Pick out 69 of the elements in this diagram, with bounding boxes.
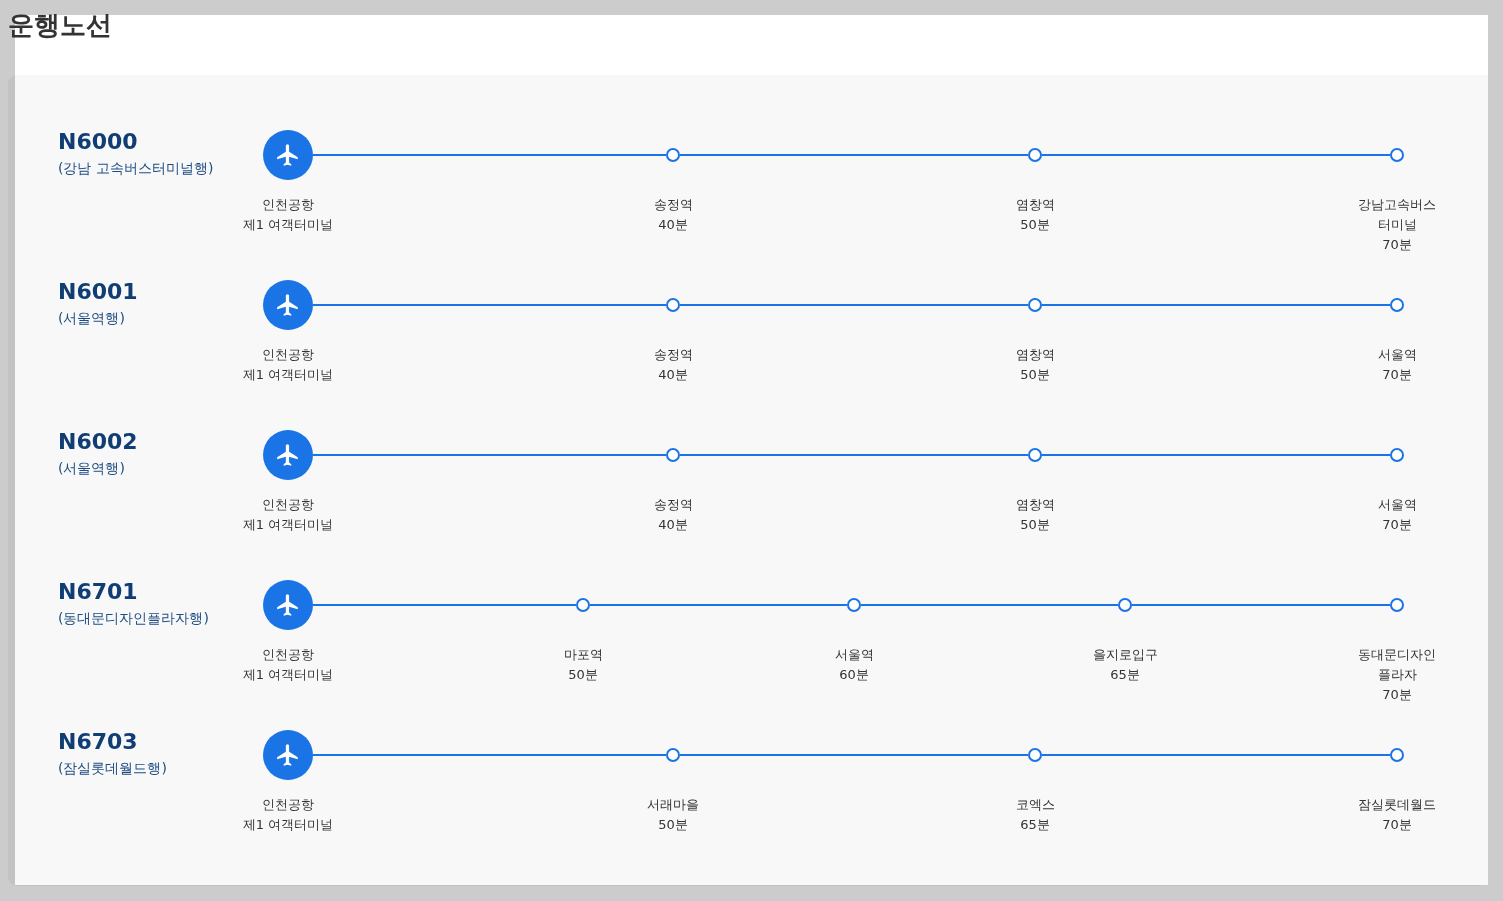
route-line	[1041, 154, 1391, 156]
travel-time: 40분	[658, 516, 688, 534]
route-line	[312, 154, 667, 156]
terminal-name: 제1 여객터미널	[242, 366, 334, 384]
stop-name: 송정역	[653, 496, 693, 514]
route-line	[860, 604, 1119, 606]
route-line	[1041, 304, 1391, 306]
terminal-name: 제1 여객터미널	[242, 216, 334, 234]
travel-time: 50분	[658, 816, 688, 834]
stop-name: 송정역	[653, 196, 693, 214]
route-line	[679, 754, 1029, 756]
stop-name: 인천공항	[262, 196, 314, 214]
route-line	[1131, 604, 1391, 606]
route-destination: (서울역행)	[58, 309, 125, 328]
stop-name: 서울역	[1377, 496, 1417, 514]
stop-name: 송정역	[653, 346, 693, 364]
route-destination: (동대문디자인플라자행)	[58, 609, 209, 628]
route-line	[679, 304, 1029, 306]
route-number: N6000	[58, 128, 138, 156]
route-number: N6701	[58, 578, 138, 606]
stop-name: 염창역	[1015, 346, 1055, 364]
travel-time: 40분	[658, 366, 688, 384]
travel-time: 50분	[1020, 216, 1050, 234]
stop-name: 강남고속버스터미널	[1357, 196, 1437, 234]
stop-name: 서울역	[1377, 346, 1417, 364]
travel-time: 70분	[1382, 516, 1412, 534]
route-destination: (강남 고속버스터미널행)	[58, 159, 214, 178]
stop-name: 을지로입구	[1092, 646, 1158, 664]
route-line	[312, 754, 667, 756]
route-destination: (잠실롯데월드행)	[58, 759, 167, 778]
route-line	[1041, 754, 1391, 756]
travel-time: 40분	[658, 216, 688, 234]
terminal-name: 제1 여객터미널	[242, 666, 334, 684]
travel-time: 70분	[1382, 686, 1412, 704]
terminal-name: 제1 여객터미널	[242, 516, 334, 534]
stop-name: 인천공항	[262, 796, 314, 814]
travel-time: 70분	[1382, 366, 1412, 384]
route-number: N6001	[58, 278, 138, 306]
travel-time: 60분	[839, 666, 869, 684]
travel-time: 70분	[1382, 236, 1412, 254]
route-number: N6703	[58, 728, 138, 756]
route-line	[1041, 454, 1391, 456]
stop-name: 동대문디자인플라자	[1357, 646, 1437, 684]
route-line	[312, 304, 667, 306]
stop-name: 인천공항	[262, 646, 314, 664]
stop-name: 인천공항	[262, 346, 314, 364]
stop-name: 염창역	[1015, 496, 1055, 514]
travel-time: 70분	[1382, 816, 1412, 834]
stop-name: 잠실롯데월드	[1358, 796, 1436, 814]
stop-name: 서래마을	[647, 796, 699, 814]
route-number: N6002	[58, 428, 138, 456]
page-title: 운행노선	[8, 9, 112, 42]
travel-time: 50분	[1020, 516, 1050, 534]
travel-time: 65분	[1020, 816, 1050, 834]
stop-name: 염창역	[1015, 196, 1055, 214]
route-destination: (서울역행)	[58, 459, 125, 478]
stop-name: 서울역	[834, 646, 874, 664]
route-line	[679, 454, 1029, 456]
stop-name: 인천공항	[262, 496, 314, 514]
route-line	[312, 604, 577, 606]
stop-name: 코엑스	[1015, 796, 1055, 814]
terminal-name: 제1 여객터미널	[242, 816, 334, 834]
route-line	[312, 454, 667, 456]
travel-time: 50분	[1020, 366, 1050, 384]
travel-time: 50분	[568, 666, 598, 684]
route-line	[679, 154, 1029, 156]
route-line	[589, 604, 848, 606]
stop-name: 마포역	[563, 646, 603, 664]
travel-time: 65분	[1110, 666, 1140, 684]
